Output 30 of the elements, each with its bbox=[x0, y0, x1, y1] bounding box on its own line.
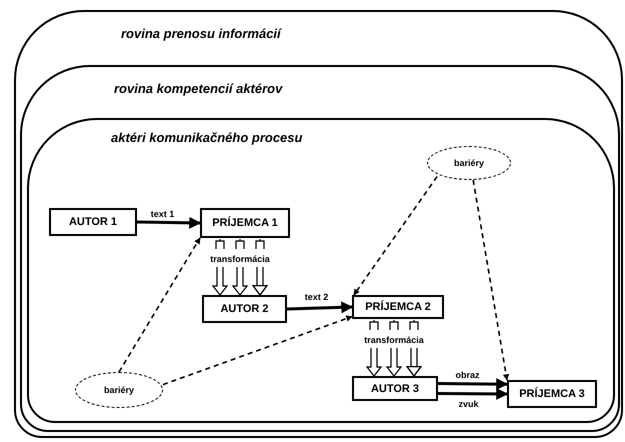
barrier-ellipse: bariéry bbox=[427, 146, 511, 180]
layer-band bbox=[27, 118, 615, 423]
actor-box: PRÍJEMCA 1 bbox=[200, 208, 290, 238]
layer-title: aktéri komunikačného procesu bbox=[111, 130, 302, 145]
arrow bbox=[438, 388, 508, 400]
layer-title: rovina prenosu informácií bbox=[121, 26, 281, 41]
edge-label: zvuk bbox=[458, 398, 480, 409]
transformation-arrows bbox=[366, 319, 422, 377]
actor-box: PRÍJEMCA 2 bbox=[352, 295, 444, 319]
actor-box: AUTOR 3 bbox=[352, 376, 438, 401]
actor-box: AUTOR 2 bbox=[202, 295, 287, 323]
arrow bbox=[136, 216, 202, 229]
dashed-arrow bbox=[162, 316, 353, 386]
arrow bbox=[438, 378, 508, 390]
layer-title: rovina kompetencií aktérov bbox=[114, 81, 282, 96]
dashed-arrow bbox=[472, 180, 510, 381]
actor-box: AUTOR 1 bbox=[49, 208, 137, 236]
edge-label: text 1 bbox=[150, 208, 176, 218]
edge-label: text 2 bbox=[304, 292, 330, 302]
actor-box: PRÍJEMCA 3 bbox=[507, 380, 597, 408]
edge-label: obraz bbox=[454, 370, 480, 380]
edge-label: transformácia bbox=[209, 254, 271, 264]
barrier-ellipse: bariéry bbox=[75, 372, 163, 408]
transformation-arrows bbox=[212, 238, 268, 296]
edge-label: transformácia bbox=[363, 335, 425, 345]
layer-band bbox=[20, 65, 620, 432]
dashed-arrow bbox=[353, 176, 438, 296]
dashed-arrow bbox=[118, 237, 201, 372]
arrow bbox=[286, 301, 354, 314]
layer-band bbox=[14, 10, 623, 438]
